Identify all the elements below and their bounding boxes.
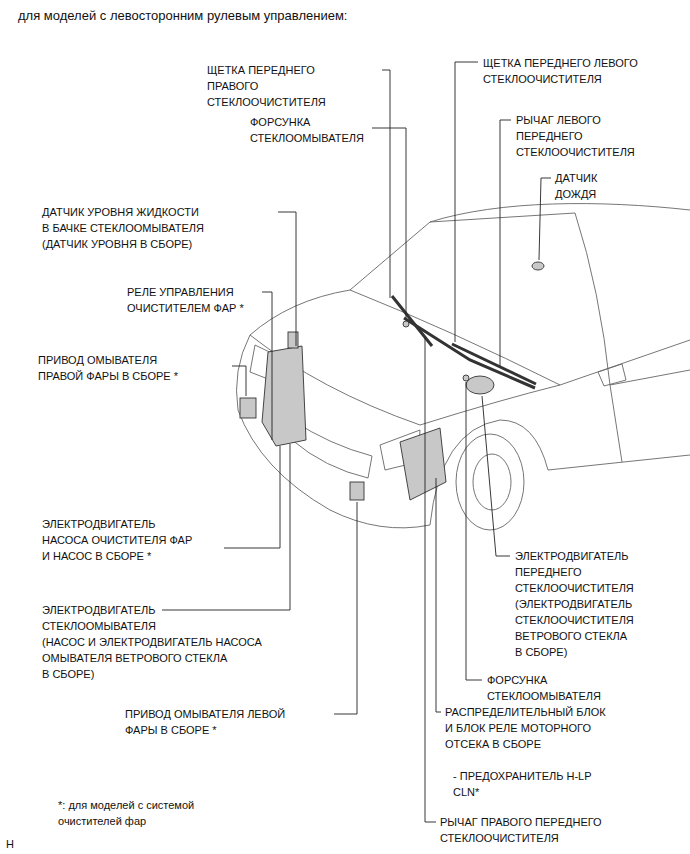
part-label: ЭЛЕКТРОДВИГАТЕЛЬ ПЕРЕДНЕГО СТЕКЛООЧИСТИТ… — [515, 548, 634, 660]
a-pillar — [575, 213, 610, 385]
washer-actuator — [240, 398, 256, 418]
fuse-box — [400, 428, 446, 500]
leader-line — [466, 382, 482, 680]
part-label: ПРИВОД ОМЫВАТЕЛЯ ПРАВОЙ ФАРЫ В СБОРЕ * — [38, 352, 178, 384]
part-label: РАСПРЕДЕЛИТЕЛЬНЫЙ БЛОК И БЛОК РЕЛЕ МОТОР… — [445, 704, 606, 752]
side-line — [560, 340, 690, 385]
part-label: ДАТЧИК УРОВНЯ ЖИДКОСТИ В БАЧКЕ СТЕКЛООМЫ… — [42, 204, 204, 252]
page-title: для моделей с левосторонним рулевым упра… — [18, 8, 347, 24]
leader-line — [262, 292, 272, 440]
part-label: ЭЛЕКТРОДВИГАТЕЛЬ НАСОСА ОЧИСТИТЕЛЯ ФАР И… — [42, 516, 192, 564]
washer-nozzle — [463, 375, 469, 381]
part-label: ЩЕТКА ПЕРЕДНЕГО ПРАВОГО СТЕКЛООЧИСТИТЕЛЯ — [207, 62, 326, 110]
part-label: ЭЛЕКТРОДВИГАТЕЛЬ СТЕКЛООМЫВАТЕЛЯ (НАСОС … — [42, 602, 262, 682]
part-label: ДАТЧИК ДОЖДЯ — [555, 170, 597, 202]
parts — [240, 262, 544, 500]
door-line — [610, 385, 622, 462]
part-label: ЩЕТКА ПЕРЕДНЕГО ЛЕВОГО СТЕКЛООЧИСТИТЕЛЯ — [483, 55, 638, 87]
tank-filler — [288, 332, 298, 348]
part-label: РЫЧАГ ЛЕВОГО ПЕРЕДНЕГО СТЕКЛООЧИСТИТЕЛЯ — [516, 112, 635, 160]
part-label: ФОРСУНКА СТЕКЛООМЫВАТЕЛЯ — [250, 114, 364, 146]
leader-line — [539, 178, 551, 260]
washer-nozzle — [403, 321, 409, 327]
windshield-top — [430, 213, 575, 222]
bumper — [237, 335, 431, 528]
part-label: ПРИВОД ОМЫВАТЕЛЯ ЛЕВОЙ ФАРЫ В СБОРЕ * — [125, 706, 285, 738]
sill-line — [548, 455, 690, 470]
hood-edge — [250, 290, 350, 335]
washer-tank — [262, 346, 306, 446]
rain-sensor — [532, 262, 544, 270]
leader-line — [500, 120, 511, 366]
wiper-blade — [452, 344, 536, 384]
washer-actuator — [350, 482, 364, 500]
mirror — [598, 364, 626, 386]
belt-line — [610, 370, 690, 385]
part-label: ФОРСУНКА СТЕКЛООМЫВАТЕЛЯ — [487, 672, 601, 704]
part-label: H — [6, 836, 14, 852]
car-body — [237, 204, 690, 530]
leader-line — [232, 366, 246, 396]
leader-line — [482, 396, 510, 556]
roof-line — [430, 204, 690, 222]
wiper-motor — [466, 376, 494, 394]
leader-line — [372, 128, 406, 318]
leader-line — [425, 338, 436, 822]
part-label: - ПРЕДОХРАНИТЕЛЬ H-LP CLN* — [453, 768, 592, 800]
leader-line — [455, 62, 478, 342]
part-label: РЫЧАГ ПРАВОГО ПЕРЕДНЕГО СТЕКЛООЧИСТИТЕЛЯ — [440, 814, 602, 846]
leader-line — [162, 444, 290, 610]
leader-line — [382, 70, 390, 298]
wiper-linkage — [404, 318, 535, 388]
part-label: РЕЛЕ УПРАВЛЕНИЯ ОЧИСТИТЕЛЕМ ФАР * — [127, 284, 244, 316]
part-label: *: для моделей с системой очистителей фа… — [58, 797, 194, 829]
leader-line — [334, 502, 357, 714]
wiper-blade — [392, 296, 432, 346]
leader-line — [224, 446, 280, 548]
leader-line — [278, 212, 296, 346]
wheel-rim — [473, 454, 511, 510]
leader-line — [436, 478, 441, 712]
